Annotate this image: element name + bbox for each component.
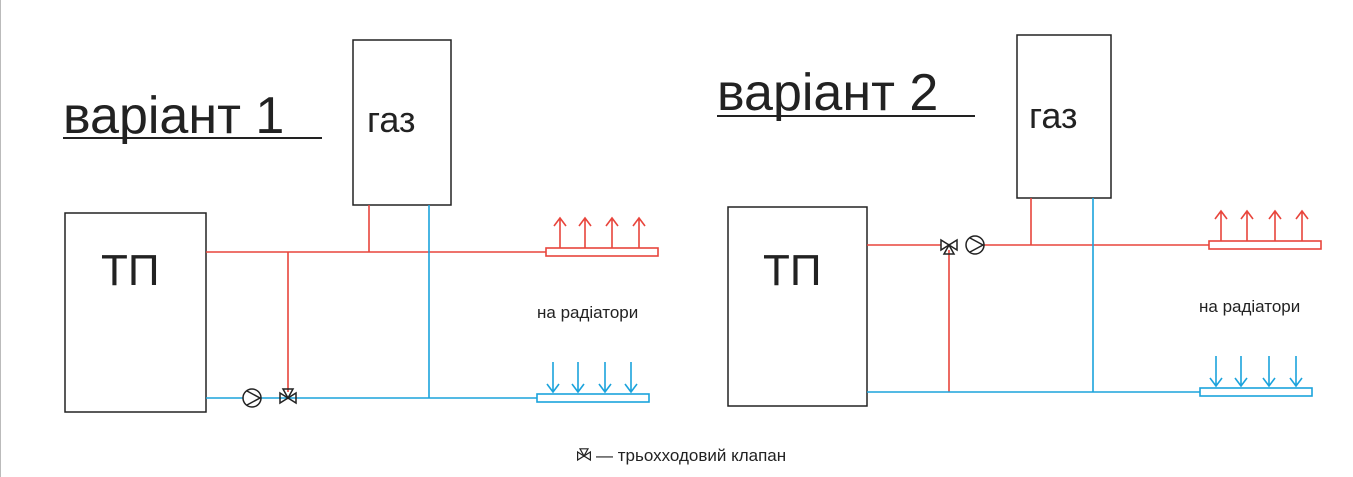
return-arrows (546, 361, 638, 393)
pump-icon (242, 388, 262, 408)
return-pipe (867, 198, 1200, 393)
legend: — трьохходовий клапан (576, 446, 786, 465)
radiator-return (536, 393, 650, 403)
tp-label: ТП (763, 246, 822, 295)
heat-arrows (553, 217, 646, 249)
legend-text: — трьохходовий клапан (596, 446, 786, 465)
supply-pipe (206, 205, 546, 392)
supply-pipe (867, 198, 1209, 392)
pump-icon (965, 235, 985, 255)
radiator-supply (1208, 240, 1322, 250)
variant-1-title: варіант 1 (63, 87, 284, 145)
gas-label: газ (1029, 95, 1077, 136)
radiators-label: на радіатори (1199, 297, 1300, 316)
solid-fuel-boiler (727, 206, 868, 407)
return-arrows (1209, 355, 1303, 387)
return-pipe (206, 205, 537, 399)
gas-boiler (1016, 34, 1112, 199)
tp-label: ТП (101, 246, 160, 295)
gas-boiler (352, 39, 452, 206)
gas-label: газ (367, 99, 415, 140)
variant-2: варіант 2 ТП газ на радіатори (717, 34, 1322, 407)
variant-2-title: варіант 2 (717, 64, 938, 122)
radiator-supply (545, 247, 659, 257)
radiator-return (1199, 387, 1313, 397)
radiators-label: на радіатори (537, 303, 638, 322)
solid-fuel-boiler (64, 212, 207, 413)
heat-arrows (1214, 210, 1309, 242)
variant-1: варіант 1 ТП газ на радіатори (63, 39, 659, 413)
three-way-valve-icon (576, 448, 592, 461)
